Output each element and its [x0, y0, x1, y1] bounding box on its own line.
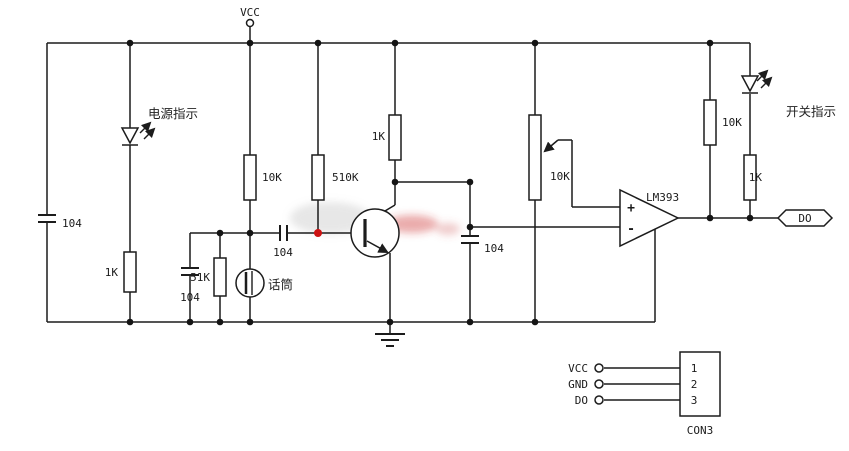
- capacitor-c1-label: 104: [62, 217, 82, 230]
- con3-pin2-number: 2: [691, 378, 698, 391]
- capacitor-c4: [461, 235, 479, 244]
- opamp-plus-input-label: +: [627, 201, 635, 216]
- opamp-label: LM393: [646, 191, 679, 204]
- resistor-r7-label: 10K: [722, 116, 742, 129]
- resistor-r5-label: 1K: [372, 130, 386, 143]
- con3-name-label: CON3: [687, 424, 714, 437]
- connector-con3: [594, 351, 721, 417]
- transistor-symbol: [350, 208, 400, 258]
- resistor-r7-body: [703, 99, 717, 146]
- highlight-junction-dot: [314, 229, 322, 237]
- capacitor-c3: [279, 225, 288, 241]
- resistor-r3-label: 510K: [332, 171, 359, 184]
- potentiometer-label: 10K: [550, 170, 570, 183]
- potentiometer-symbol: [528, 114, 559, 201]
- con3-pin3-label: DO: [575, 394, 588, 407]
- microphone-symbol: [235, 268, 265, 298]
- switch-indicator-label: 开关指示: [786, 104, 836, 119]
- do-output-tag: [776, 209, 834, 227]
- resistor-r2-label: 10K: [262, 171, 282, 184]
- wire-segments: [46, 27, 778, 401]
- power-indicator-led: [120, 121, 156, 146]
- vcc-label: VCC: [240, 6, 260, 19]
- con3-pin3-number: 3: [691, 394, 698, 407]
- resistor-r1-label: 1K: [105, 266, 119, 279]
- resistor-r4-label: 51K: [190, 271, 210, 284]
- resistor-r3-body: [311, 154, 325, 201]
- opamp-minus-input-label: -: [627, 222, 635, 237]
- resistor-r1-body: [123, 251, 137, 293]
- watermark: [290, 202, 460, 235]
- capacitor-c2-label: 104: [180, 291, 200, 304]
- resistor-r8-label: 1K: [749, 171, 763, 184]
- resistor-r2-body: [243, 154, 257, 201]
- capacitor-c1: [38, 214, 56, 223]
- ground-symbol: [375, 322, 405, 347]
- con3-pin1-terminal: [594, 363, 604, 373]
- junction-dots: [126, 39, 754, 326]
- vcc-terminal: [245, 18, 255, 28]
- microphone-label: 话筒: [268, 277, 293, 292]
- switch-indicator-led: [740, 69, 773, 94]
- con3-pin1-label: VCC: [568, 362, 588, 375]
- con3-pin2-terminal: [594, 379, 604, 389]
- con3-pin1-number: 1: [691, 362, 698, 375]
- capacitor-c3-label: 104: [273, 246, 293, 259]
- resistor-r8-body: [743, 154, 757, 201]
- con3-pin3-terminal: [594, 395, 604, 405]
- opamp-triangle: [619, 188, 680, 248]
- resistor-r5-body: [388, 114, 402, 161]
- con3-pin2-label: GND: [568, 378, 588, 391]
- resistor-r4-body: [213, 257, 227, 297]
- do-output-label: DO: [798, 212, 811, 225]
- capacitor-c2: [181, 267, 199, 276]
- capacitor-c4-label: 104: [484, 242, 504, 255]
- power-indicator-label: 电源指示: [148, 106, 198, 121]
